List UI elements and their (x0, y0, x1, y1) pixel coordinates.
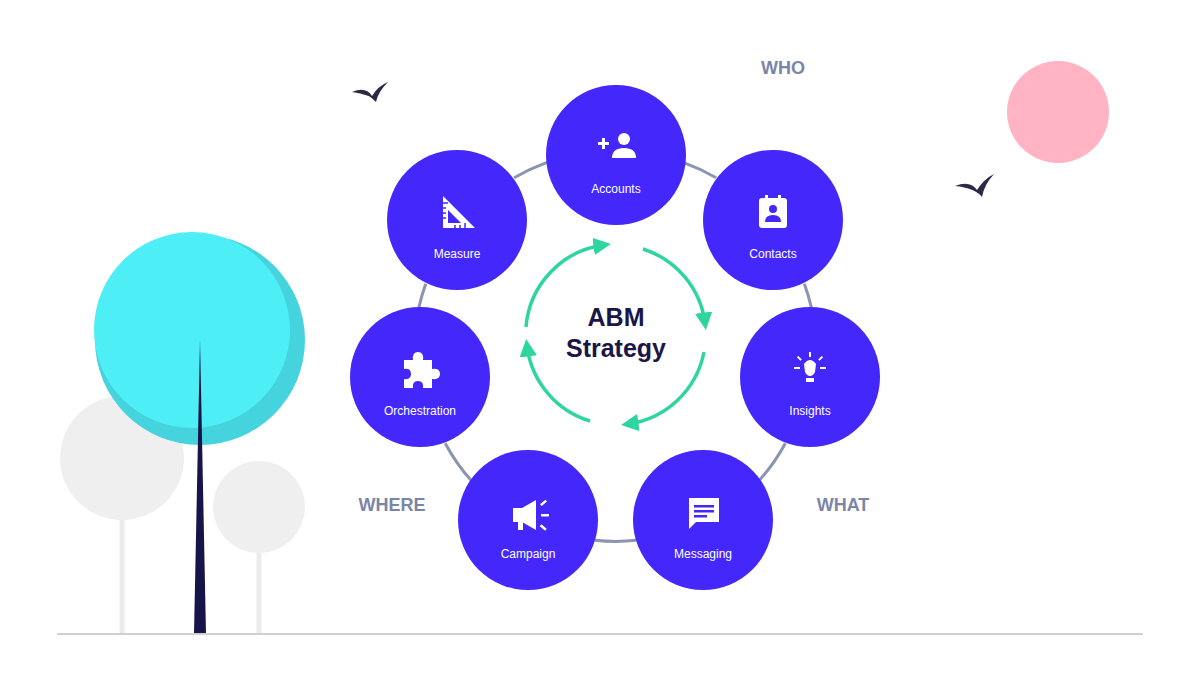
measure-circle: Measure (387, 150, 527, 290)
messaging-circle: Messaging (633, 450, 773, 590)
ring-segment (760, 443, 786, 480)
insights-icon (794, 352, 826, 382)
accounts-icon (598, 133, 636, 158)
node-label: Insights (789, 404, 830, 418)
section-label: WHO (761, 58, 805, 79)
messaging-icon (689, 498, 719, 529)
measure-icon (443, 196, 475, 228)
node-label: Contacts (749, 247, 796, 261)
bird (352, 82, 388, 102)
ring-segment (419, 284, 426, 308)
node-label: Accounts (591, 182, 640, 196)
ring-segment (595, 540, 636, 541)
cycle-arrows (526, 245, 705, 424)
insights-circle: Insights (740, 307, 880, 447)
node-label: Campaign (501, 547, 556, 561)
ring-segment (685, 163, 716, 178)
section-label: WHERE (359, 495, 426, 516)
center-title: ABM Strategy (551, 302, 681, 365)
contacts-icon (759, 195, 787, 228)
ring-segment (445, 443, 471, 480)
campaign-circle: Campaign (458, 450, 598, 590)
tree-trunk (194, 340, 206, 634)
campaign-icon (513, 500, 549, 531)
ring-segment (514, 162, 547, 177)
tree-crown (213, 461, 305, 553)
accounts-circle: Accounts (546, 85, 686, 225)
node-label: Orchestration (384, 404, 456, 418)
node-label: Messaging (674, 547, 732, 561)
sun (1007, 61, 1109, 163)
tree-crown (94, 232, 290, 428)
node-label: Measure (434, 247, 481, 261)
ground-line (57, 633, 1143, 635)
ring-segment (804, 284, 811, 308)
orchestration-icon (404, 352, 440, 388)
orchestration-circle: Orchestration (350, 307, 490, 447)
section-label: WHAT (817, 495, 870, 516)
bird (955, 174, 994, 197)
contacts-circle: Contacts (703, 150, 843, 290)
